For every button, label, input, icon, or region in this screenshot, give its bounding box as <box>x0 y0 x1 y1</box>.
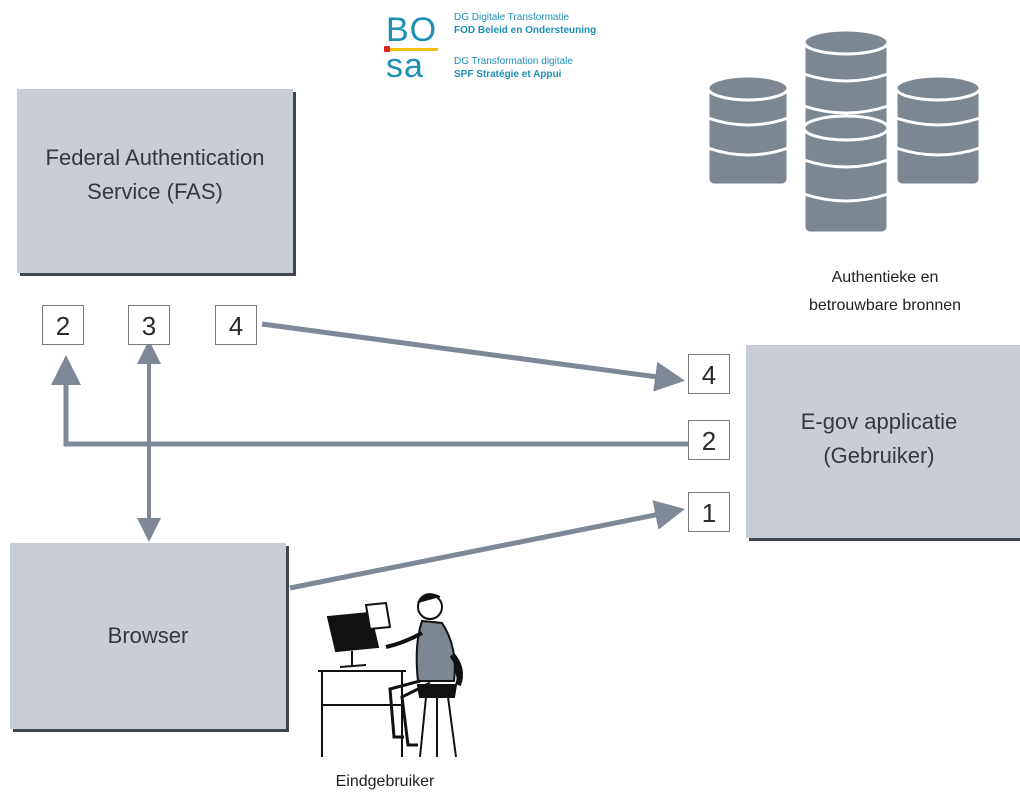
database-stack-icon <box>706 30 982 235</box>
sources-label: Authentieke en betrouwbare bronnen <box>808 269 962 314</box>
arrow-browser-to-egov1 <box>289 500 685 591</box>
logo-line-2: FOD Beleid en Ondersteuning <box>454 25 597 36</box>
browser-label: Browser <box>107 623 189 648</box>
user-at-computer-icon <box>318 593 463 758</box>
arrow-egov2-to-fas2 <box>51 355 688 447</box>
step-fas-4: 4 <box>215 305 257 345</box>
fas-box: Federal Authentication Service (FAS) <box>17 89 293 273</box>
browser-box: Browser <box>10 543 286 729</box>
database-icon-left <box>706 74 790 187</box>
logo-line-3: DG Transformation digitale <box>454 56 573 67</box>
step-egov-1: 1 <box>688 492 730 532</box>
step-egov-4: 4 <box>688 354 730 394</box>
logo-accent-bar <box>388 48 438 51</box>
step-egov-2: 2 <box>688 420 730 460</box>
arrow-fas4-to-egov4 <box>261 321 685 392</box>
egov-box: E-gov applicatie (Gebruiker) <box>746 345 1020 538</box>
logo-mark-bottom: sa <box>386 47 424 85</box>
database-icon-bottom <box>802 114 890 235</box>
bosa-logo: BO sa DG Digitale Transformatie FOD Bele… <box>384 10 674 90</box>
database-icon-right <box>894 74 982 187</box>
logo-line-4: SPF Stratégie et Appui <box>454 69 562 80</box>
step-fas-3: 3 <box>128 305 170 345</box>
end-user-label: Eindgebruiker <box>335 773 435 790</box>
bosa-logo-mark: BO sa <box>384 10 446 86</box>
egov-label: E-gov applicatie (Gebruiker) <box>800 408 958 468</box>
logo-mark-top: BO <box>386 11 438 49</box>
fas-label: Federal Authentication Service (FAS) <box>45 145 265 204</box>
step-fas-2: 2 <box>42 305 84 345</box>
logo-line-1: DG Digitale Transformatie <box>454 12 570 23</box>
logo-accent-dot <box>384 46 390 52</box>
